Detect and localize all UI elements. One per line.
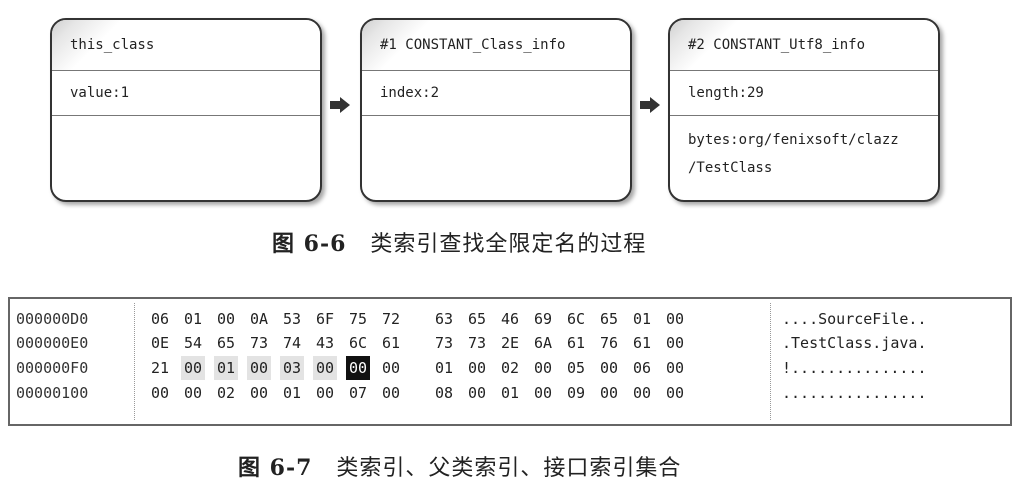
hex-address: 000000F0	[16, 359, 89, 377]
hex-address: 00000100	[16, 384, 89, 402]
hex-byte[interactable]: 00	[467, 384, 487, 402]
hex-byte[interactable]: 73	[434, 334, 454, 352]
hex-byte[interactable]: 01	[434, 359, 454, 377]
hex-ascii: ................	[782, 384, 927, 402]
hex-byte[interactable]: 46	[500, 310, 520, 328]
hex-byte[interactable]: 00	[599, 359, 619, 377]
hex-address: 000000D0	[16, 310, 89, 328]
box-field: index:2	[362, 71, 630, 116]
hex-byte[interactable]: 07	[348, 384, 368, 402]
hex-byte[interactable]: 0E	[150, 334, 170, 352]
hex-byte[interactable]: 72	[381, 310, 401, 328]
hex-byte[interactable]: 54	[183, 334, 203, 352]
caption-text: 类索引、父类索引、接口索引集合	[336, 456, 682, 481]
hex-address: 000000E0	[16, 334, 89, 352]
hex-byte[interactable]: 00	[181, 356, 205, 380]
hex-byte[interactable]: 00	[216, 310, 236, 328]
figure-caption-6-6: 图 6-6 类索引查找全限定名的过程	[272, 226, 646, 258]
box-field: value:1	[52, 71, 320, 116]
hex-byte[interactable]: 00	[665, 384, 685, 402]
hex-byte[interactable]: 08	[434, 384, 454, 402]
hex-byte[interactable]: 61	[381, 334, 401, 352]
box-title: #2 CONSTANT_Utf8_info	[670, 20, 938, 71]
hex-byte[interactable]: 00	[632, 384, 652, 402]
hex-row: 000000E0 0E 54 65 73 74 43 6C 61 73 73 2E 6A 61 76 61 00…	[10, 331, 1006, 355]
hex-byte[interactable]: 00	[665, 310, 685, 328]
hex-byte[interactable]: 65	[599, 310, 619, 328]
box-bytes: bytes:org/fenixsoft/clazz /TestClass	[670, 116, 938, 182]
hex-byte[interactable]: 01	[632, 310, 652, 328]
caption-number: 图 6-6	[272, 231, 347, 257]
box-bytes-line: /TestClass	[688, 160, 773, 176]
hex-byte[interactable]: 73	[467, 334, 487, 352]
hex-row: 00000100 00 00 02 00 01 00 07 00 08 00 01 00 09 00 00 00…	[10, 381, 1006, 405]
box-constant-class-info: #1 CONSTANT_Class_info index:2	[360, 18, 632, 202]
arrow-right-icon	[330, 97, 350, 113]
hex-ascii: ....SourceFile..	[782, 310, 927, 328]
hex-byte[interactable]: 03	[280, 356, 304, 380]
hex-byte[interactable]: 65	[216, 334, 236, 352]
hex-byte[interactable]: 00	[665, 334, 685, 352]
hex-byte[interactable]: 01	[500, 384, 520, 402]
hex-byte[interactable]: 00	[381, 359, 401, 377]
divider	[134, 303, 135, 420]
hex-byte[interactable]: 00	[381, 384, 401, 402]
hex-byte[interactable]: 00	[150, 384, 170, 402]
hex-byte[interactable]: 02	[500, 359, 520, 377]
hex-byte[interactable]: 06	[632, 359, 652, 377]
hex-byte[interactable]: 00	[346, 356, 370, 380]
hex-byte[interactable]: 00	[533, 384, 553, 402]
hex-byte[interactable]: 61	[566, 334, 586, 352]
box-field: length:29	[670, 71, 938, 116]
hex-byte[interactable]: 74	[282, 334, 302, 352]
hex-row: 000000F0 21 00 01 00 03 00 00 00 01 00 02 00 05 00 06 00…	[10, 356, 1006, 380]
hex-byte[interactable]: 69	[533, 310, 553, 328]
box-title: #1 CONSTANT_Class_info	[362, 20, 630, 71]
caption-number: 图 6-7	[238, 455, 313, 481]
figure-caption-6-7: 图 6-7 类索引、父类索引、接口索引集合	[238, 450, 681, 482]
hex-row: 000000D0 06 01 00 0A 53 6F 75 72 63 65 46 69 6C 65 01 00…	[10, 307, 1006, 331]
hex-byte[interactable]: 65	[467, 310, 487, 328]
hex-byte[interactable]: 76	[599, 334, 619, 352]
hex-ascii: .TestClass.java.	[782, 334, 927, 352]
box-title: this_class	[52, 20, 320, 71]
caption-text: 类索引查找全限定名的过程	[370, 232, 647, 257]
hex-ascii: !...............	[782, 359, 927, 377]
hex-byte[interactable]: 6A	[533, 334, 553, 352]
divider	[770, 303, 771, 420]
hex-byte[interactable]: 21	[150, 359, 170, 377]
hex-byte[interactable]: 0A	[249, 310, 269, 328]
hex-byte[interactable]: 00	[467, 359, 487, 377]
box-bytes-line: bytes:org/fenixsoft/clazz	[688, 132, 899, 148]
box-constant-utf8-info: #2 CONSTANT_Utf8_info length:29 bytes:or…	[668, 18, 940, 202]
hex-byte[interactable]: 00	[533, 359, 553, 377]
hex-byte[interactable]: 01	[214, 356, 238, 380]
hex-byte[interactable]: 00	[599, 384, 619, 402]
hex-byte[interactable]: 75	[348, 310, 368, 328]
hex-byte[interactable]: 00	[183, 384, 203, 402]
hex-byte[interactable]: 00	[665, 359, 685, 377]
hex-byte[interactable]: 00	[249, 384, 269, 402]
hex-byte[interactable]: 63	[434, 310, 454, 328]
hex-byte[interactable]: 6F	[315, 310, 335, 328]
hex-byte[interactable]: 2E	[500, 334, 520, 352]
hex-byte[interactable]: 02	[216, 384, 236, 402]
hex-byte[interactable]: 43	[315, 334, 335, 352]
hex-byte[interactable]: 01	[183, 310, 203, 328]
hex-byte[interactable]: 6C	[566, 310, 586, 328]
hex-byte[interactable]: 05	[566, 359, 586, 377]
hex-byte[interactable]: 00	[315, 384, 335, 402]
hex-byte[interactable]: 61	[632, 334, 652, 352]
hex-byte[interactable]: 73	[249, 334, 269, 352]
hex-byte[interactable]: 00	[247, 356, 271, 380]
hex-byte[interactable]: 00	[313, 356, 337, 380]
hex-byte[interactable]: 06	[150, 310, 170, 328]
hex-byte[interactable]: 6C	[348, 334, 368, 352]
arrow-right-icon	[640, 97, 660, 113]
box-this-class: this_class value:1	[50, 18, 322, 202]
hex-byte[interactable]: 53	[282, 310, 302, 328]
hex-byte[interactable]: 01	[282, 384, 302, 402]
hex-byte[interactable]: 09	[566, 384, 586, 402]
